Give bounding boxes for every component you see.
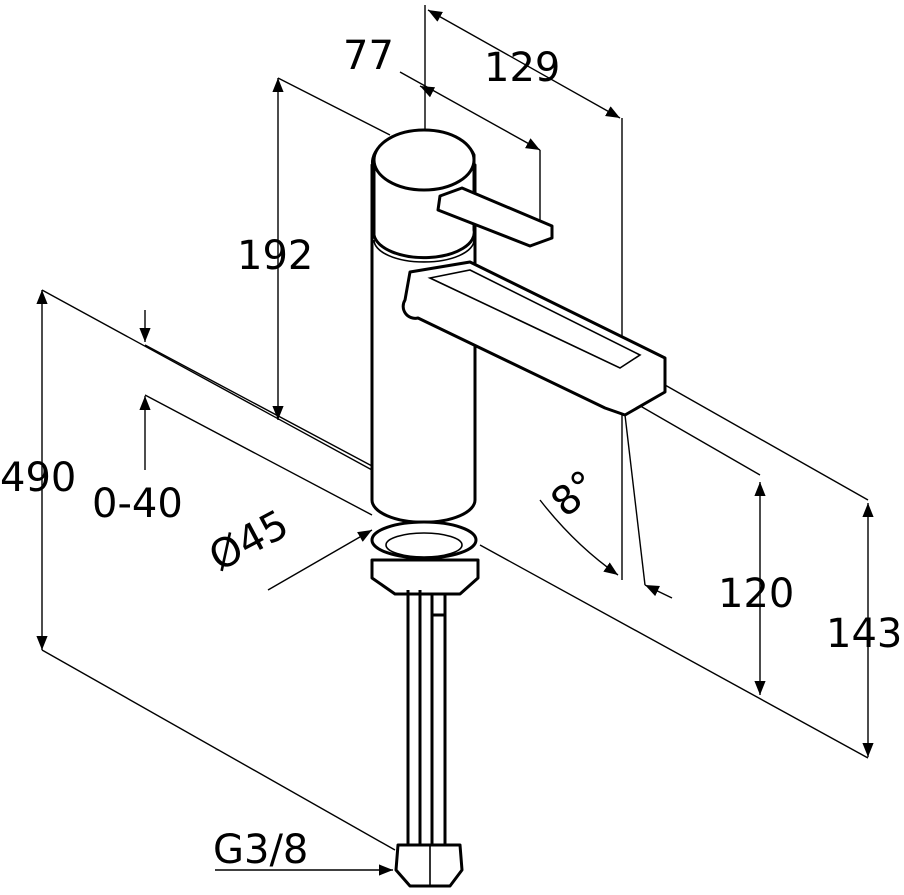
faucet-body [370, 128, 667, 524]
mounting-parts [370, 520, 480, 888]
dimension-lines [36, 5, 874, 876]
dim-outlet-height: 143 [826, 611, 903, 657]
dim-spout-reach: 129 [484, 45, 561, 91]
dim-spout-clearance: 120 [718, 571, 795, 617]
dim-counter-thickness: 0-40 [92, 481, 183, 527]
dim-total-height: 490 [0, 455, 77, 501]
dim-connection-thread: G3/8 [213, 827, 309, 873]
dim-body-height: 192 [237, 233, 314, 279]
dim-handle-offset: 77 [343, 33, 394, 79]
